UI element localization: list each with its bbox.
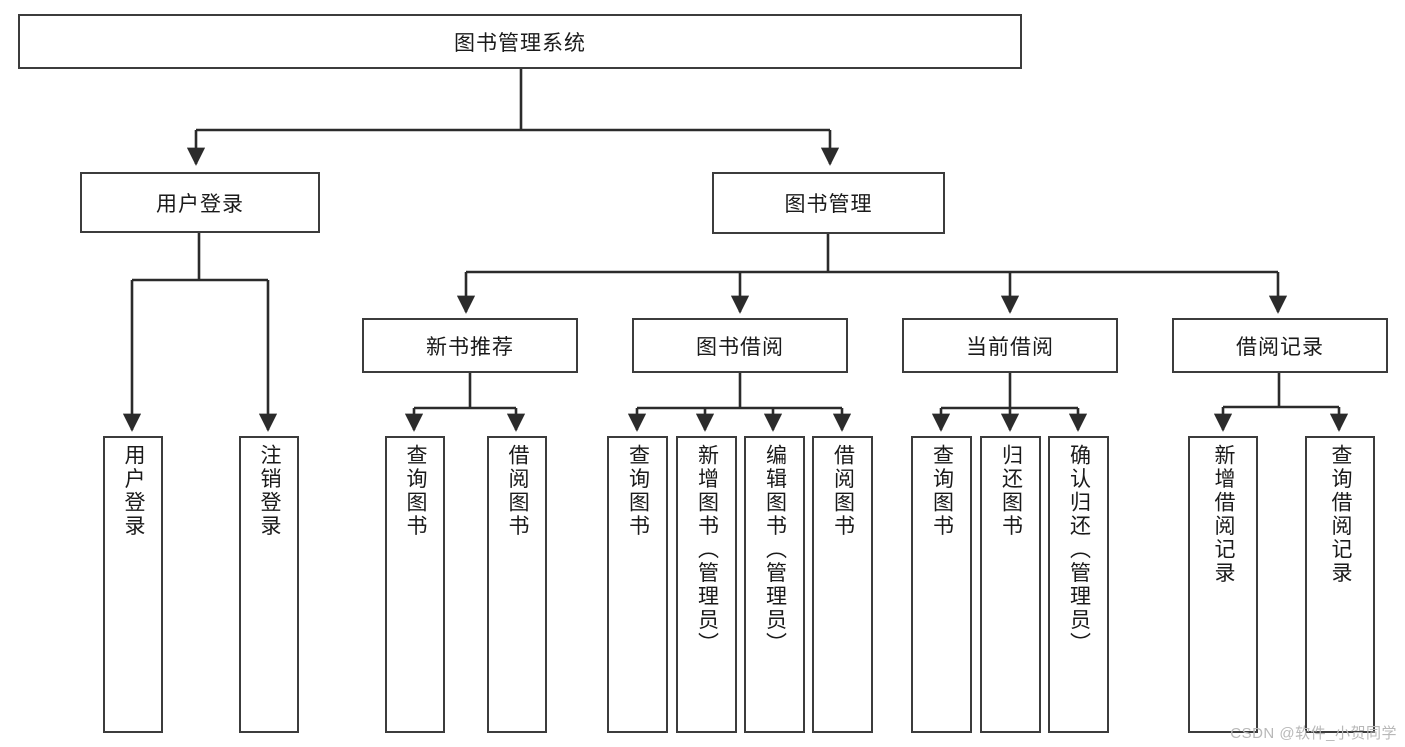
leaf-new-book-borrow-book[interactable]: 借阅图书 xyxy=(487,436,547,733)
leaf-current-query-book[interactable]: 查询图书 xyxy=(911,436,972,733)
leaf-borrow-query-book[interactable]: 查询图书 xyxy=(607,436,668,733)
node-label: 借阅图书 xyxy=(505,444,529,538)
node-label: 借阅记录 xyxy=(1236,335,1324,359)
leaf-record-add-record[interactable]: 新增借阅记录 xyxy=(1188,436,1258,733)
node-label: 用户登录 xyxy=(121,444,145,538)
node-current-borrow[interactable]: 当前借阅 xyxy=(902,318,1118,373)
node-label: 当前借阅 xyxy=(966,335,1054,359)
node-label: 新增图书（管理员） xyxy=(695,444,719,656)
node-label: 注销登录 xyxy=(257,444,281,538)
node-borrow-record[interactable]: 借阅记录 xyxy=(1172,318,1388,373)
node-user-login[interactable]: 用户登录 xyxy=(80,172,320,233)
node-label: 查询借阅记录 xyxy=(1328,444,1352,585)
leaf-borrow-borrow-book[interactable]: 借阅图书 xyxy=(812,436,873,733)
leaf-record-query-record[interactable]: 查询借阅记录 xyxy=(1305,436,1375,733)
node-label: 查询图书 xyxy=(403,444,427,538)
node-label: 新增借阅记录 xyxy=(1211,444,1235,585)
node-label: 借阅图书 xyxy=(831,444,855,538)
node-book-management[interactable]: 图书管理 xyxy=(712,172,945,234)
leaf-current-confirm-return-admin[interactable]: 确认归还（管理员） xyxy=(1048,436,1109,733)
leaf-user-login-logout[interactable]: 注销登录 xyxy=(239,436,299,733)
node-label: 查询图书 xyxy=(626,444,650,538)
node-label: 图书管理 xyxy=(784,193,873,216)
leaf-borrow-add-book-admin[interactable]: 新增图书（管理员） xyxy=(676,436,737,733)
leaf-user-login-login[interactable]: 用户登录 xyxy=(103,436,163,733)
node-label: 图书管理系统 xyxy=(454,31,586,55)
node-new-book-recommend[interactable]: 新书推荐 xyxy=(362,318,578,373)
node-label: 编辑图书（管理员） xyxy=(763,444,787,656)
node-label: 归还图书 xyxy=(999,444,1023,538)
csdn-watermark: CSDN @软件_小贺同学 xyxy=(1230,725,1397,742)
leaf-new-book-query-book[interactable]: 查询图书 xyxy=(385,436,445,733)
leaf-borrow-edit-book-admin[interactable]: 编辑图书（管理员） xyxy=(744,436,805,733)
node-label: 查询图书 xyxy=(930,444,954,538)
node-label: 新书推荐 xyxy=(426,335,514,359)
node-book-borrow[interactable]: 图书借阅 xyxy=(632,318,848,373)
leaf-current-return-book[interactable]: 归还图书 xyxy=(980,436,1041,733)
node-label: 确认归还（管理员） xyxy=(1067,444,1091,656)
node-label: 图书借阅 xyxy=(696,335,784,359)
node-root-library-system[interactable]: 图书管理系统 xyxy=(18,14,1022,69)
node-label: 用户登录 xyxy=(156,192,244,216)
